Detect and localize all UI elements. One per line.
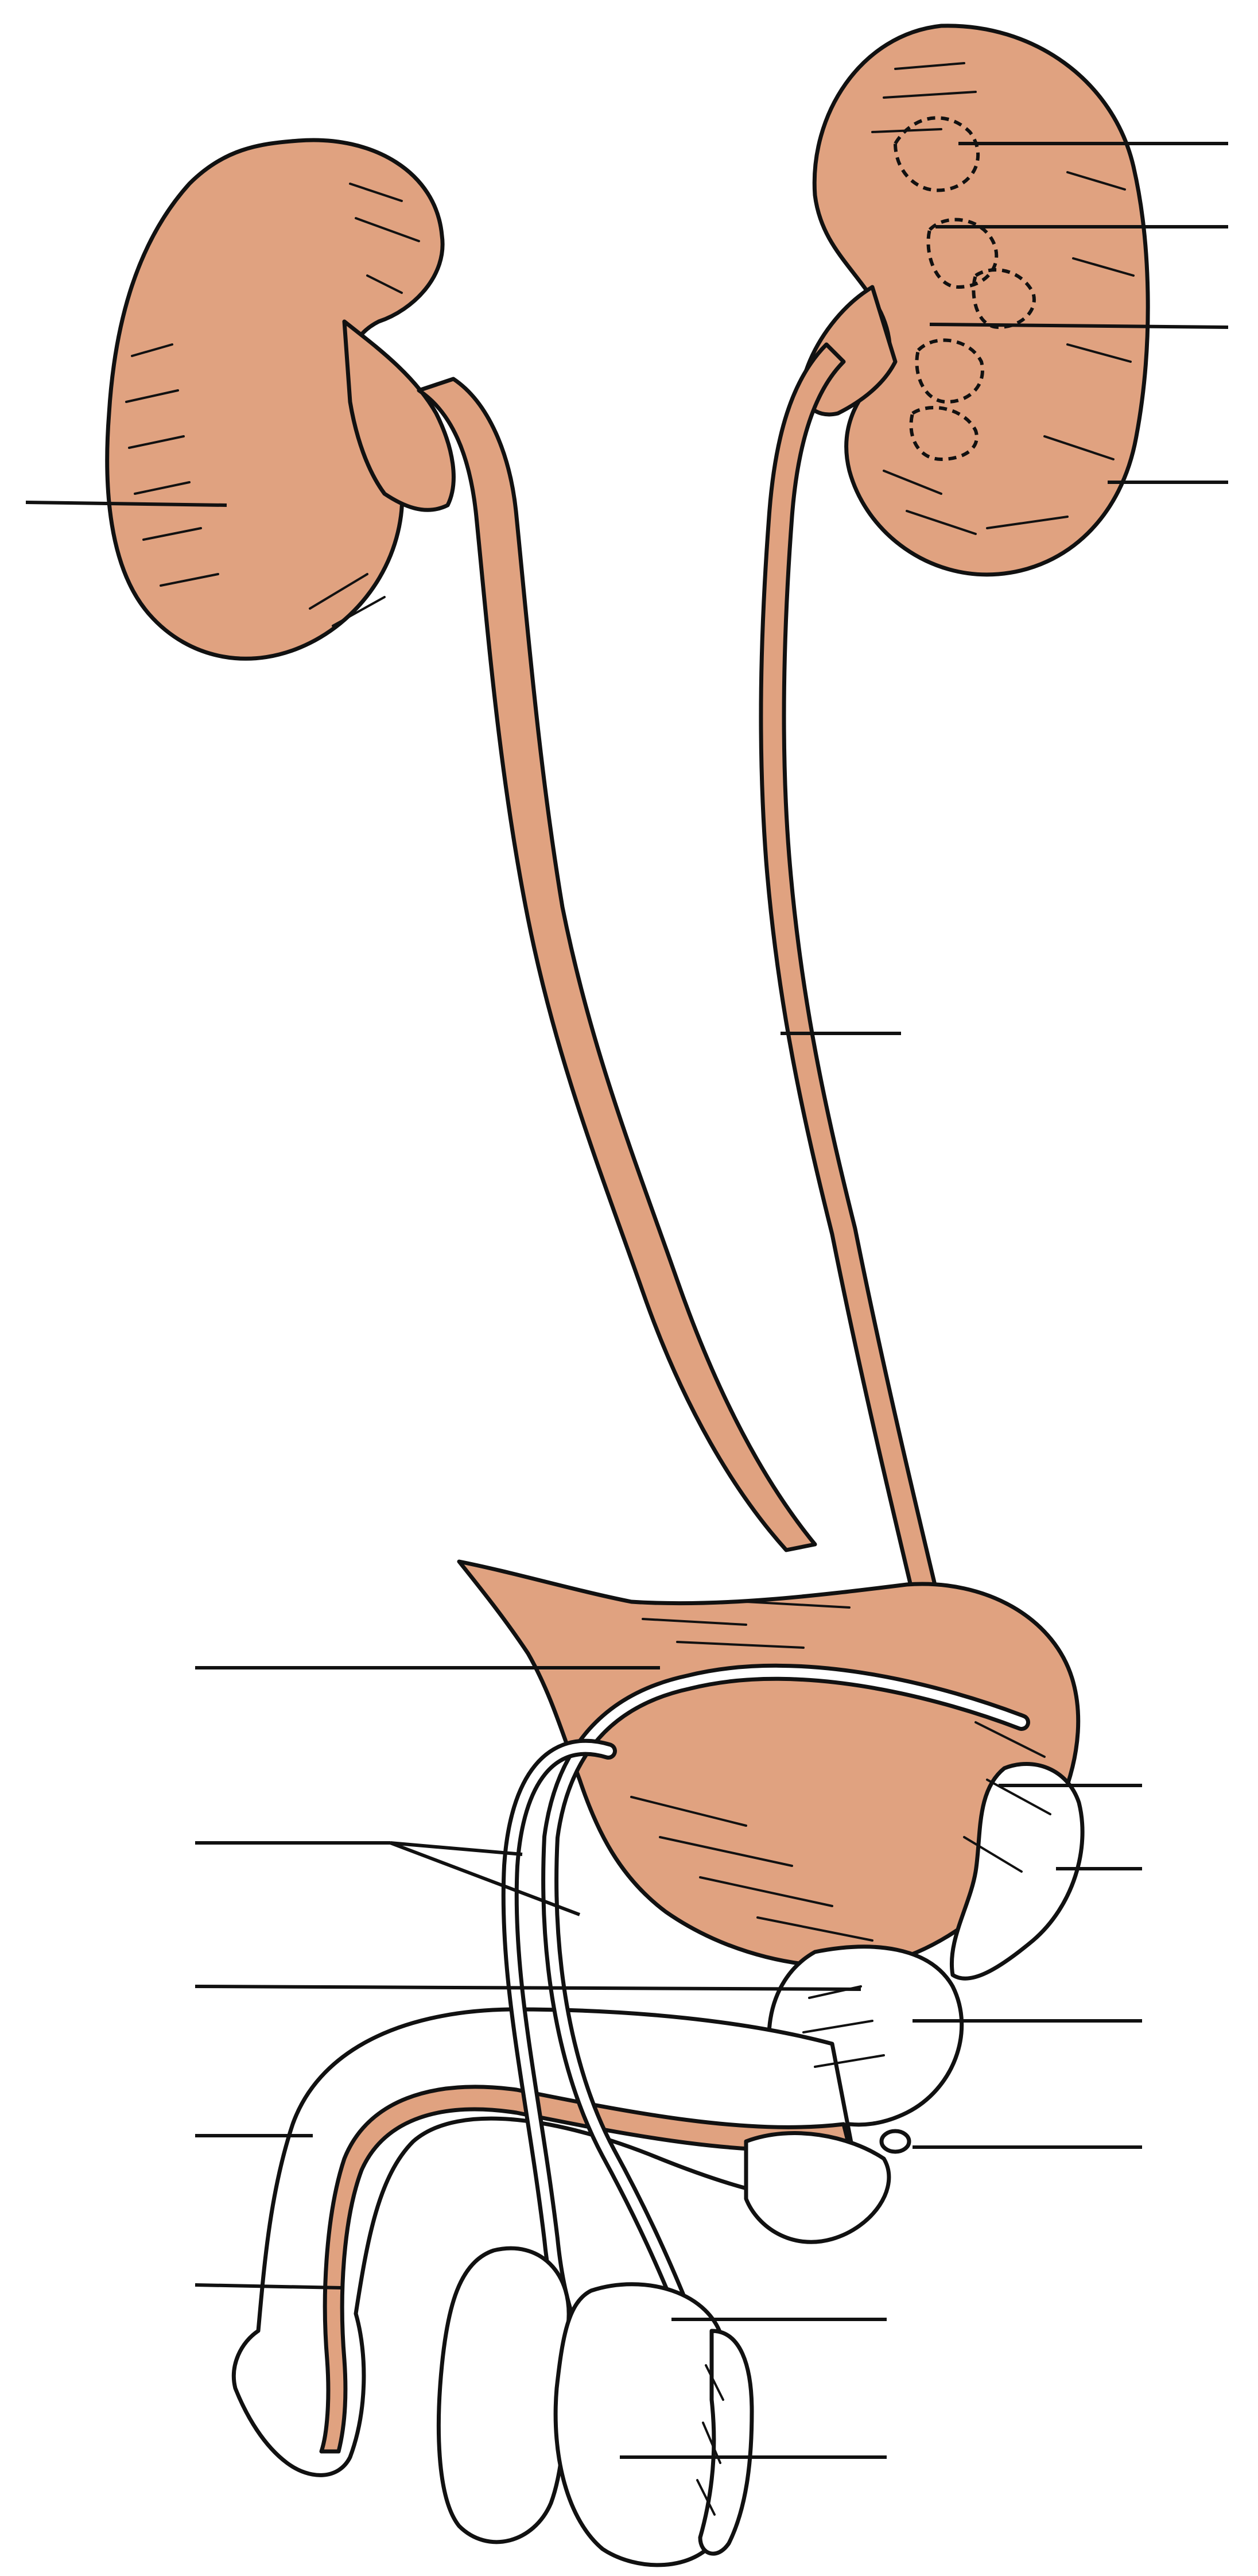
urethra-leader (195, 2283, 342, 2290)
vas-deferens-inner (545, 1667, 1026, 2330)
left-renal-pelvis (342, 319, 456, 512)
vas-deferens-leader-b (389, 1841, 581, 1916)
renal-pyramids (893, 116, 1036, 462)
prostate-leader (195, 1985, 861, 1991)
seminal-vesicle (950, 1762, 1085, 1981)
hatch-shading (125, 62, 1135, 2516)
penile-bulb (744, 2131, 891, 2244)
testis-left (436, 2246, 571, 2544)
epididymis (698, 2329, 754, 2556)
kidney-left-leader (25, 501, 227, 507)
kidney-right-leader-3 (929, 323, 1229, 329)
vas-deferens-leader-a (390, 1841, 523, 1856)
penile-urethra (319, 2085, 852, 2454)
bulbourethral-gland (879, 2129, 911, 2154)
left-ureter (417, 377, 817, 1552)
